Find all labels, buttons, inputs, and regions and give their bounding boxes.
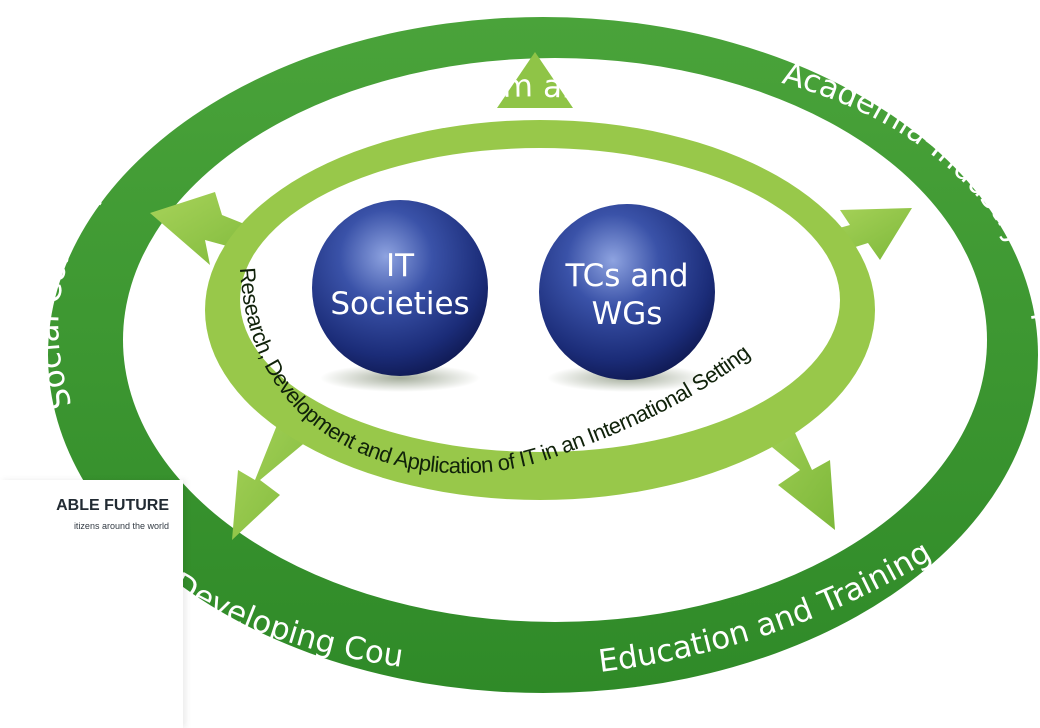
sphere-it-societies: IT Societies bbox=[312, 200, 488, 392]
sphere-tcs-wgs: TCs and WGs bbox=[539, 204, 715, 392]
sphere-tcs-wgs-line2: WGs bbox=[592, 296, 663, 332]
sphere-it-societies-line2: Societies bbox=[330, 286, 469, 322]
sphere-it-societies-line1: IT bbox=[386, 248, 415, 284]
banner-subtitle: itizens around the world bbox=[73, 521, 169, 531]
banner-title: ABLE FUTURE bbox=[56, 497, 169, 514]
cropped-banner: ABLE FUTURE itizens around the world bbox=[0, 480, 183, 728]
sphere-tcs-wgs-line1: TCs and bbox=[564, 258, 688, 294]
